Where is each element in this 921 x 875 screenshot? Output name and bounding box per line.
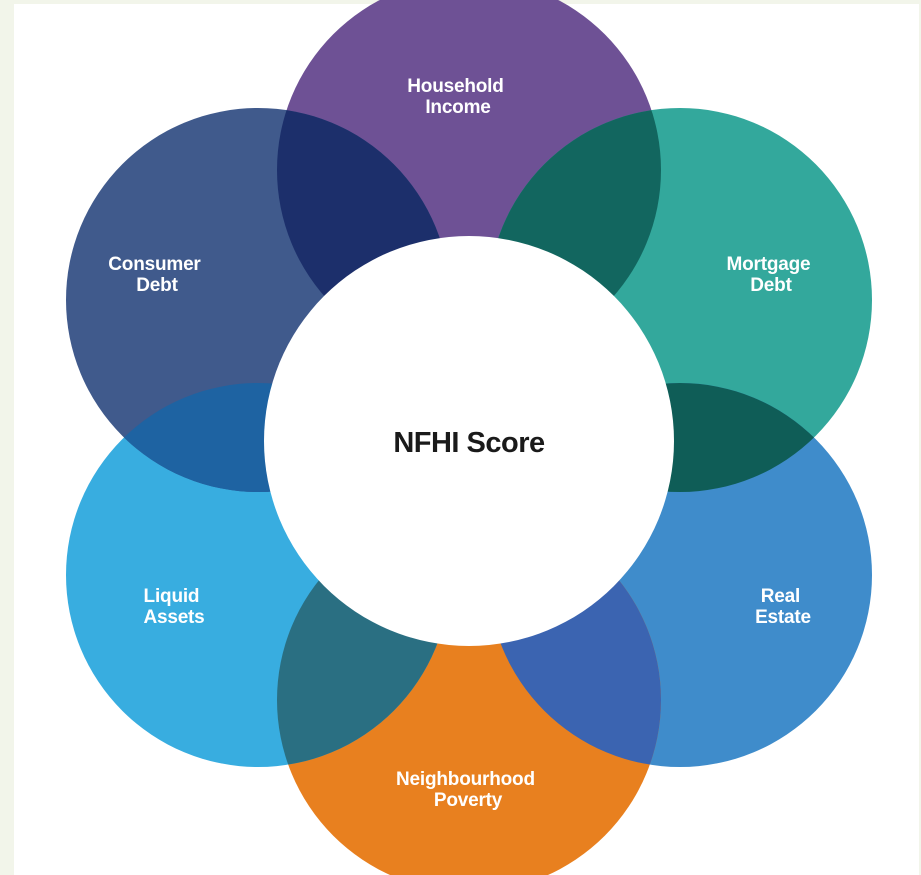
label-consumer-debt: Consumer Debt <box>108 254 205 296</box>
label-real-estate: Real Estate <box>755 586 811 628</box>
overlap-poverty-liquid <box>277 508 450 767</box>
overlap-income-mortgage <box>488 108 661 362</box>
label-liquid-assets-line-1: Liquid <box>144 586 200 607</box>
center-circle <box>264 236 674 646</box>
label-household-income-line-2: Income <box>425 97 490 118</box>
label-consumer-debt-line-1: Consumer <box>108 254 201 275</box>
label-neighbourhood-poverty: Neighbourhood Poverty <box>396 769 540 811</box>
label-real-estate-line-2: Estate <box>755 607 811 628</box>
label-consumer-debt-line-2: Debt <box>136 275 178 296</box>
label-neighbourhood-poverty-line-2: Poverty <box>434 790 503 811</box>
label-liquid-assets-line-2: Assets <box>143 607 204 628</box>
label-household-income-line-1: Household <box>407 76 503 97</box>
label-neighbourhood-poverty-line-1: Neighbourhood <box>396 769 535 790</box>
label-real-estate-line-1: Real <box>761 586 800 607</box>
center-label: NFHI Score <box>393 427 545 459</box>
label-household-income: Household Income <box>407 76 508 118</box>
label-mortgage-debt: Mortgage Debt <box>727 254 816 296</box>
label-mortgage-debt-line-1: Mortgage <box>727 254 811 275</box>
label-mortgage-debt-line-2: Debt <box>750 275 792 296</box>
label-liquid-assets: Liquid Assets <box>143 586 204 628</box>
